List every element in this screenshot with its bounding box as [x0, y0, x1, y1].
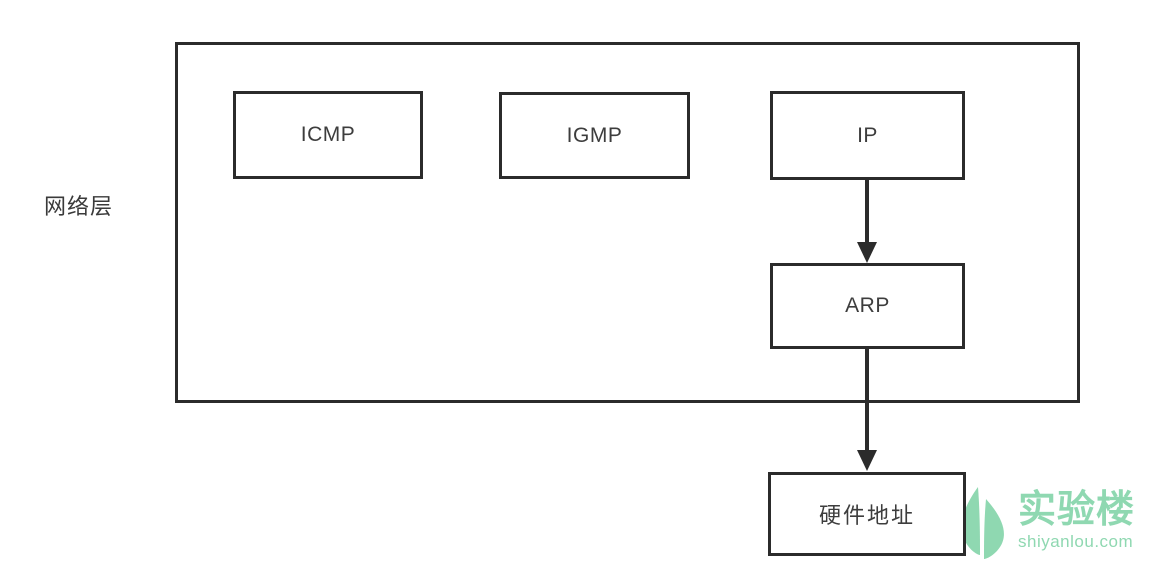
watermark-brand-cn: 实验楼: [1018, 489, 1136, 531]
arrow-head-icon: [857, 450, 877, 471]
node-igmp: IGMP: [499, 92, 690, 179]
arrow-arp-to-hardware-address: [857, 348, 877, 473]
node-hardware-address: 硬件地址: [768, 472, 966, 556]
watermark: 实验楼 shiyanlou.com: [952, 483, 1174, 579]
watermark-wordmark: 实验楼 shiyanlou.com: [1018, 483, 1135, 553]
network-layer-container: [175, 42, 1080, 403]
node-ip: IP: [770, 91, 965, 180]
arrow-ip-to-arp: [857, 180, 877, 264]
network-layer-label: 网络层: [44, 194, 114, 219]
arrow-head-icon: [857, 242, 877, 263]
node-arp: ARP: [770, 263, 965, 349]
shiyanlou-leaf-logo-icon: [952, 483, 1014, 563]
arrow-shaft: [865, 180, 869, 244]
arrow-shaft: [865, 348, 869, 452]
watermark-brand-url: shiyanlou.com: [1018, 532, 1134, 551]
node-icmp: ICMP: [233, 91, 423, 179]
